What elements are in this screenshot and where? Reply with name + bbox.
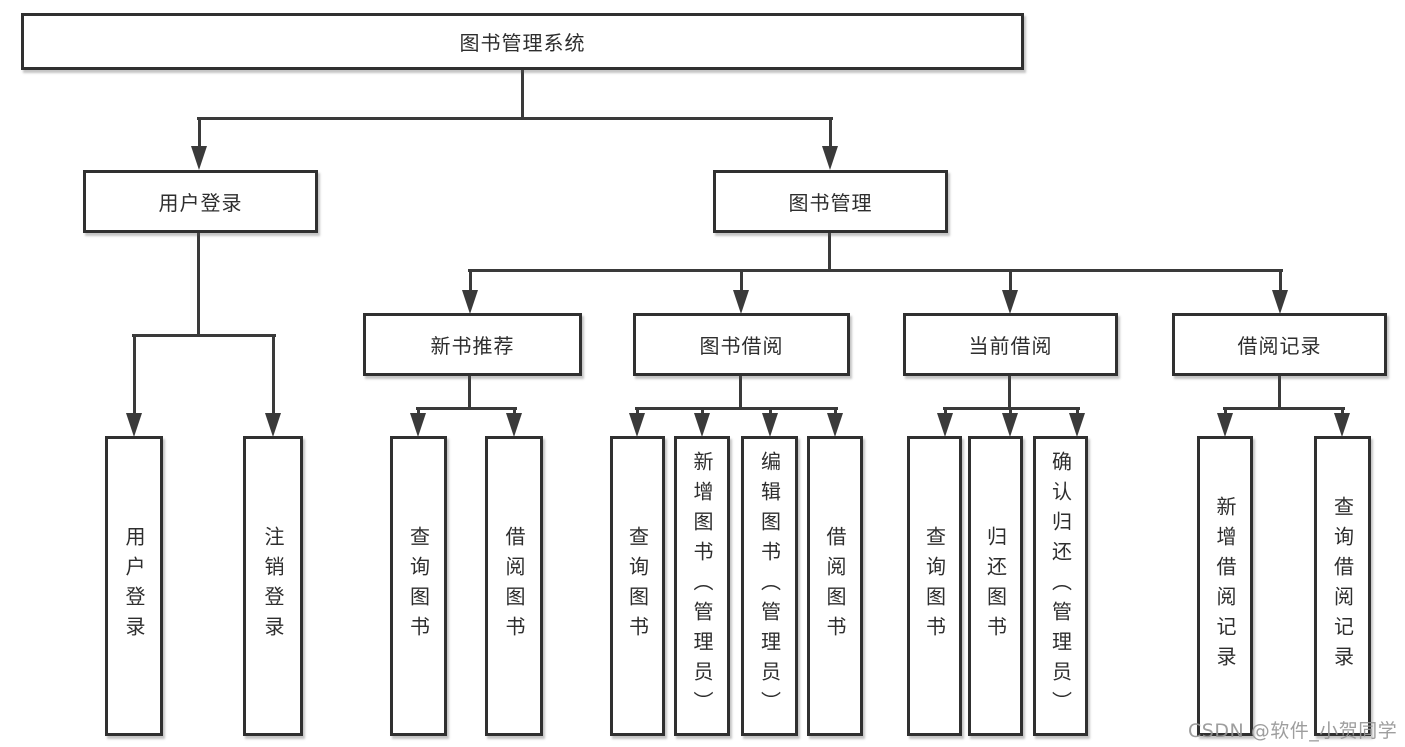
arrow-stem xyxy=(635,408,639,417)
arrow-stem xyxy=(132,335,136,417)
leaf-logout: 注销登录 xyxy=(243,436,303,736)
connector-line xyxy=(132,334,276,337)
node-label-borrowing-records: 借阅记录 xyxy=(1237,334,1322,358)
node-user-login: 用户登录 xyxy=(83,170,318,233)
arrowhead-down-icon xyxy=(629,413,645,437)
arrow-stem xyxy=(700,408,704,417)
arrow-stem xyxy=(416,408,420,417)
arrow-stem xyxy=(468,270,472,294)
leaf-label-user-login: 用户登录 xyxy=(122,526,146,646)
connector-line xyxy=(521,69,524,118)
arrowhead-down-icon xyxy=(191,146,207,170)
arrow-stem xyxy=(833,408,837,417)
leaf-label-logout: 注销登录 xyxy=(261,526,285,646)
arrowhead-down-icon xyxy=(1217,413,1233,437)
connector-line xyxy=(416,407,517,410)
node-book-borrowing: 图书借阅 xyxy=(633,313,850,376)
node-library-management-system: 图书管理系统 xyxy=(21,13,1024,70)
node-label-new-book-recommendation: 新书推荐 xyxy=(430,334,515,358)
connector-line xyxy=(1278,376,1281,409)
arrowhead-down-icon xyxy=(265,413,281,437)
connector-line xyxy=(197,233,200,336)
arrowhead-down-icon xyxy=(937,413,953,437)
arrowhead-down-icon xyxy=(762,413,778,437)
arrow-stem xyxy=(768,408,772,417)
arrow-stem xyxy=(271,335,275,417)
leaf-br-query-record: 查询借阅记录 xyxy=(1314,436,1371,736)
leaf-label-bb-add-book-admin: 新增图书（管理员） xyxy=(690,451,714,721)
connector-line xyxy=(828,233,831,271)
arrowhead-down-icon xyxy=(1272,290,1288,314)
leaf-label-br-add-record: 新增借阅记录 xyxy=(1213,496,1237,676)
arrowhead-down-icon xyxy=(1002,290,1018,314)
node-label-book-borrowing: 图书借阅 xyxy=(699,334,784,358)
leaf-label-bb-query-books: 查询图书 xyxy=(625,526,650,646)
leaf-label-bb-borrow-books: 借阅图书 xyxy=(823,526,847,646)
arrow-stem xyxy=(1008,270,1012,294)
arrowhead-down-icon xyxy=(694,413,710,437)
connector-line xyxy=(468,376,471,409)
leaf-cb-query-books: 查询图书 xyxy=(907,436,962,736)
arrow-stem xyxy=(1075,408,1079,417)
connector-line xyxy=(943,407,1080,410)
leaf-label-nbr-query-books: 查询图书 xyxy=(406,526,431,646)
node-label-book-management: 图书管理 xyxy=(788,191,873,215)
arrowhead-down-icon xyxy=(126,413,142,437)
csdn-watermark: CSDN @软件_小贺同学 xyxy=(1188,720,1398,742)
leaf-br-add-record: 新增借阅记录 xyxy=(1197,436,1253,736)
arrow-stem xyxy=(1340,408,1344,417)
arrow-stem xyxy=(739,270,743,294)
node-label-root: 图书管理系统 xyxy=(459,31,586,55)
node-current-borrowing: 当前借阅 xyxy=(903,313,1118,376)
arrowhead-down-icon xyxy=(822,146,838,170)
leaf-cb-confirm-return-admin: 确认归还（管理员） xyxy=(1033,436,1088,736)
arrow-stem xyxy=(197,117,201,150)
arrowhead-down-icon xyxy=(1334,413,1350,437)
leaf-nbr-borrow-books: 借阅图书 xyxy=(485,436,543,736)
node-borrowing-records: 借阅记录 xyxy=(1172,313,1387,376)
node-label-user-login: 用户登录 xyxy=(158,191,243,215)
arrowhead-down-icon xyxy=(506,413,522,437)
arrowhead-down-icon xyxy=(827,413,843,437)
connector-line xyxy=(739,376,742,409)
arrow-stem xyxy=(1223,408,1227,417)
leaf-label-nbr-borrow-books: 借阅图书 xyxy=(502,526,526,646)
node-new-book-recommendation: 新书推荐 xyxy=(363,313,582,376)
leaf-label-cb-confirm-return-admin: 确认归还（管理员） xyxy=(1048,451,1073,721)
arrow-stem xyxy=(512,408,516,417)
arrowhead-down-icon xyxy=(1069,413,1085,437)
leaf-bb-borrow-books: 借阅图书 xyxy=(807,436,863,736)
arrow-stem xyxy=(828,117,832,150)
connector-line xyxy=(1008,376,1011,409)
connector-line xyxy=(197,117,833,120)
leaf-cb-return-book: 归还图书 xyxy=(968,436,1023,736)
arrow-stem xyxy=(943,408,947,417)
leaf-label-cb-return-book: 归还图书 xyxy=(983,526,1008,646)
node-label-current-borrowing: 当前借阅 xyxy=(968,334,1053,358)
arrow-stem xyxy=(1008,408,1012,417)
leaf-label-bb-edit-book-admin: 编辑图书（管理员） xyxy=(757,451,782,721)
connector-line xyxy=(635,407,838,410)
arrow-stem xyxy=(1278,270,1282,294)
arrowhead-down-icon xyxy=(410,413,426,437)
leaf-user-login: 用户登录 xyxy=(105,436,163,736)
leaf-bb-add-book-admin: 新增图书（管理员） xyxy=(674,436,730,736)
leaf-bb-query-books: 查询图书 xyxy=(610,436,665,736)
connector-line xyxy=(1223,407,1345,410)
node-book-management: 图书管理 xyxy=(713,170,948,233)
leaf-nbr-query-books: 查询图书 xyxy=(390,436,447,736)
leaf-label-cb-query-books: 查询图书 xyxy=(922,526,947,646)
leaf-bb-edit-book-admin: 编辑图书（管理员） xyxy=(741,436,798,736)
leaf-label-br-query-record: 查询借阅记录 xyxy=(1330,496,1355,676)
arrowhead-down-icon xyxy=(733,290,749,314)
arrowhead-down-icon xyxy=(1002,413,1018,437)
connector-line xyxy=(468,269,1283,272)
arrowhead-down-icon xyxy=(462,290,478,314)
